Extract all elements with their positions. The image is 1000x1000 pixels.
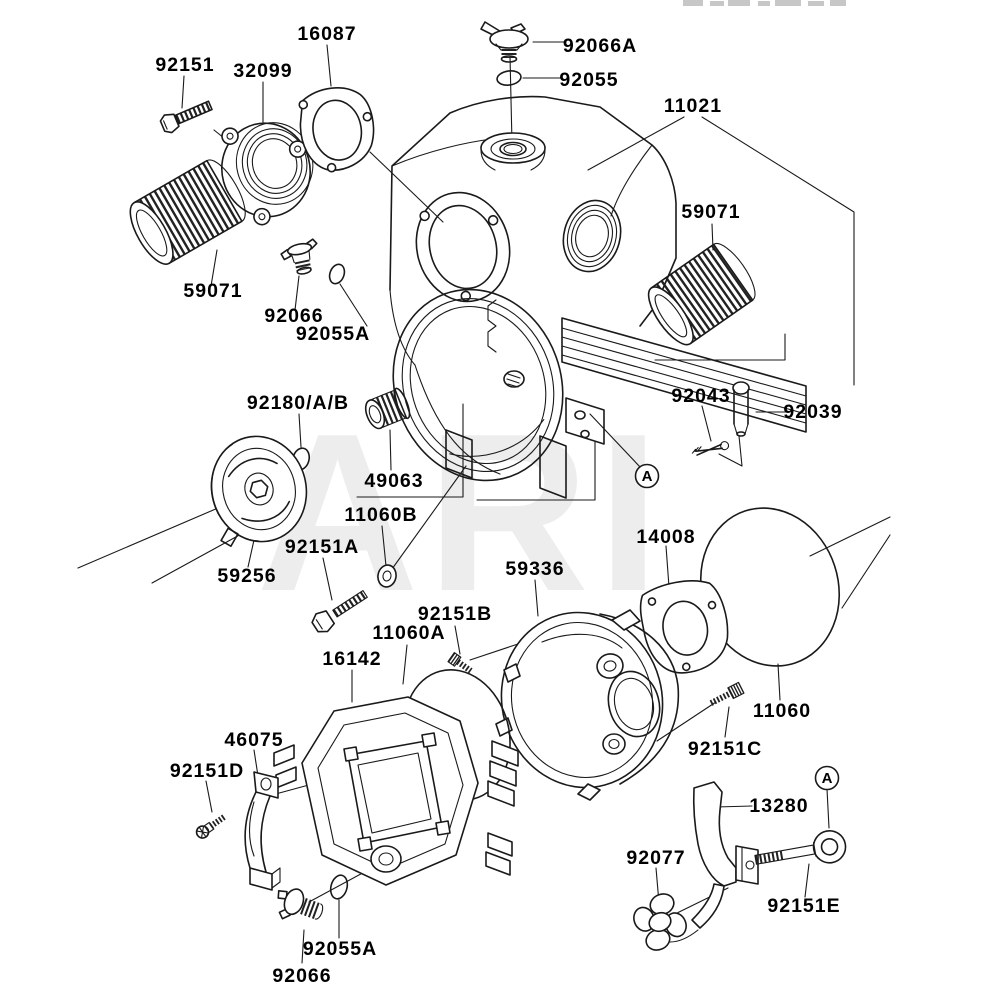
part-92043-cotter-pin xyxy=(691,441,730,456)
label-92151e: 92151E xyxy=(767,895,840,917)
label-92066a: 92066A xyxy=(563,35,637,57)
part-59336-starter-case xyxy=(495,609,680,801)
part-92151c-screw xyxy=(709,681,745,706)
label-92066-upper: 92066 xyxy=(264,305,323,327)
part-92055a-oring-lower xyxy=(329,874,349,900)
part-46075-handle xyxy=(244,771,281,891)
label-92055a-upper: 92055A xyxy=(296,323,370,345)
label-92180-a-b: 92180/A/B xyxy=(247,392,349,414)
watermark-text: ARI xyxy=(256,386,668,638)
label-92077: 92077 xyxy=(626,847,685,869)
label-92055a-lower: 92055A xyxy=(303,938,377,960)
part-92055a-oring-upper xyxy=(328,263,346,285)
label-32099: 32099 xyxy=(233,60,292,82)
label-92151a: 92151A xyxy=(285,536,359,558)
label-59336: 59336 xyxy=(505,558,564,580)
label-59071-left: 59071 xyxy=(183,280,242,302)
part-92066-plug-upper xyxy=(280,238,318,275)
label-13280: 13280 xyxy=(749,795,808,817)
part-92066a-filler-cap xyxy=(480,21,529,63)
label-92151d: 92151D xyxy=(170,760,244,782)
part-92077-knob xyxy=(633,893,687,951)
part-92151e-eye-bolt xyxy=(754,829,847,865)
label-59256: 59256 xyxy=(217,565,276,587)
label-11060: 11060 xyxy=(753,700,811,722)
cropped-watermark-fragments xyxy=(683,0,846,6)
label-59071-right: 59071 xyxy=(681,201,740,223)
part-92066-plug-lower xyxy=(277,888,324,920)
label-92151b: 92151B xyxy=(418,603,492,625)
label-11021: 11021 xyxy=(664,95,722,117)
part-14008-plate xyxy=(639,580,729,674)
label-16142: 16142 xyxy=(322,648,381,670)
label-46075: 46075 xyxy=(224,729,283,751)
part-11021-crankcase xyxy=(389,95,807,499)
callout-a-bottom: A xyxy=(814,765,840,791)
label-11060b: 11060B xyxy=(344,504,417,526)
callout-a-top: A xyxy=(634,463,660,489)
part-59256-starter-pulley xyxy=(210,435,308,548)
part-92039-pin xyxy=(732,381,750,437)
part-92151a-bolt xyxy=(311,590,368,633)
part-49063-plug xyxy=(364,387,411,430)
callout-a-bottom-label: A xyxy=(822,770,833,787)
part-59071-nipple-left xyxy=(129,159,246,265)
label-92066-lower: 92066 xyxy=(272,965,331,987)
part-16142-bracket-plate xyxy=(273,696,519,886)
label-14008: 14008 xyxy=(636,526,695,548)
part-16087-cover xyxy=(298,87,375,173)
label-49063: 49063 xyxy=(364,470,423,492)
part-13280-lever xyxy=(669,781,759,943)
part-59071-nipple-right xyxy=(647,242,756,346)
label-16087: 16087 xyxy=(297,23,356,45)
part-92151b-screw xyxy=(447,652,473,674)
part-11060b-washer xyxy=(377,564,397,588)
label-92039: 92039 xyxy=(783,401,842,423)
label-11060a: 11060A xyxy=(372,622,445,644)
label-92043: 92043 xyxy=(671,385,730,407)
callout-a-top-label: A xyxy=(642,468,653,485)
part-92055-oring xyxy=(496,70,522,86)
leader-lines xyxy=(77,41,891,964)
label-92055: 92055 xyxy=(559,69,618,91)
part-32099-ring-nut xyxy=(220,122,314,226)
part-92151-bolt xyxy=(159,100,213,134)
label-92151c: 92151C xyxy=(688,738,762,760)
part-92151d-screw xyxy=(195,813,228,839)
label-92151: 92151 xyxy=(155,54,214,76)
